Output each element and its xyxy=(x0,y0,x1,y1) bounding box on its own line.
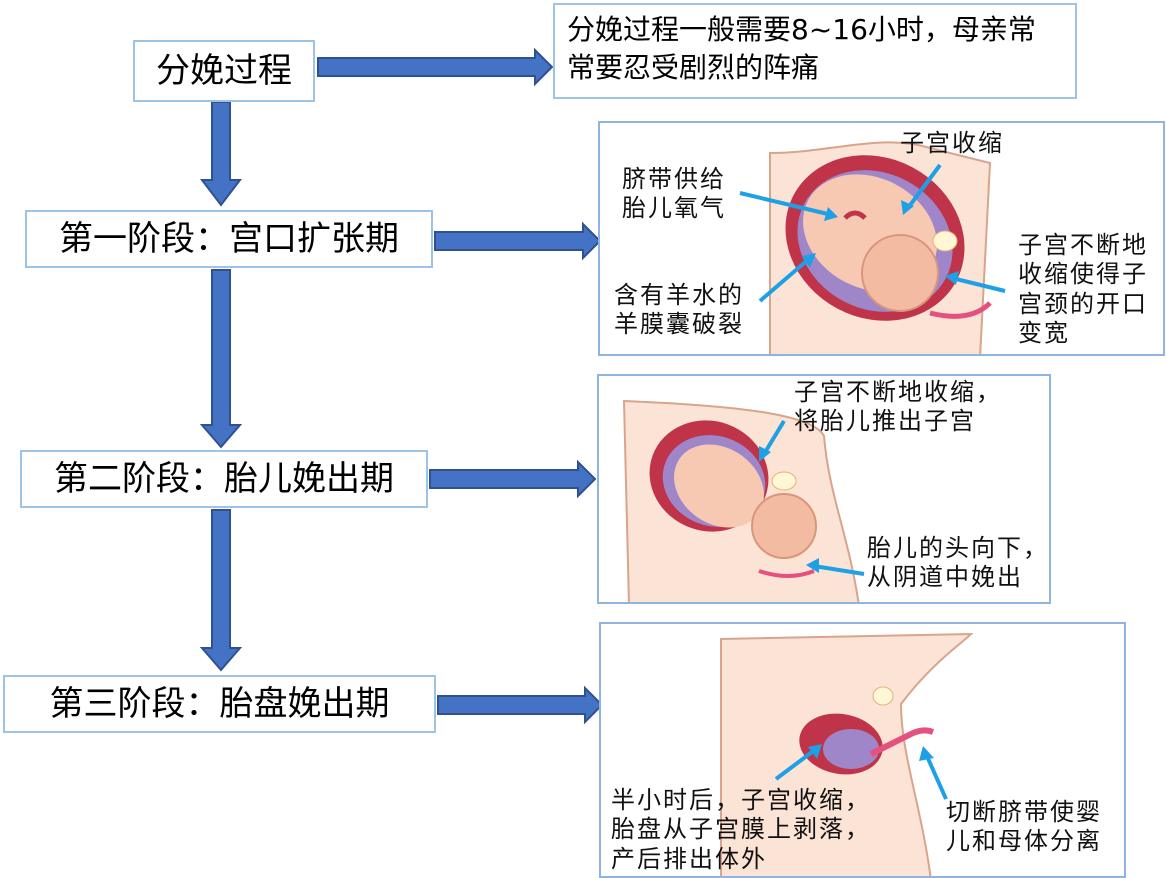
label-head-down: 胎儿的头向下， 从阴道中娩出 xyxy=(867,534,1049,592)
stage2-illustration xyxy=(622,399,865,602)
process-title: 分娩过程 xyxy=(156,50,292,91)
process-note-box: 分娩过程一般需要8~16小时，母亲常常要忍受剧烈的阵痛 xyxy=(553,3,1077,99)
label-push-out: 子宫不断地收缩， 将胎儿推出子宫 xyxy=(794,378,1002,436)
stage3-box: 第三阶段：胎盘娩出期 xyxy=(3,675,436,733)
callout-arrow-push xyxy=(762,419,786,456)
arrow-title-to-stage1 xyxy=(199,101,243,207)
umbilical-cord xyxy=(869,727,935,757)
callout-arrowhead-push xyxy=(759,446,771,462)
label-sac-rupture: 含有羊水的 羊膜囊破裂 xyxy=(614,281,744,339)
stage2-label: 第二阶段：胎儿娩出期 xyxy=(54,458,394,499)
umbilical-cord xyxy=(843,210,867,220)
arrow-title-to-note xyxy=(317,47,554,87)
callout-arrow-umbilical xyxy=(739,191,833,217)
process-note: 分娩过程一般需要8~16小时，母亲常常要忍受剧烈的阵痛 xyxy=(567,13,1036,84)
bladder-shape xyxy=(771,471,797,491)
stage3-illustration xyxy=(720,632,974,876)
label-placenta-out: 半小时后，子宫收缩， 胎盘从子宫膜上剥落， 产后排出体外 xyxy=(611,786,871,873)
stage1-label: 第一阶段：宫口扩张期 xyxy=(59,218,399,259)
callout-arrowhead-umbilical xyxy=(824,207,838,221)
callout-arrowhead-sac xyxy=(802,253,816,268)
callout-arrow-placenta xyxy=(774,747,818,781)
panel-stage1-illustration: 脐带供给 胎儿氧气 子宫收缩 含有羊水的 羊膜囊破裂 子宫不断地 收缩使得子 宫… xyxy=(598,121,1165,356)
panel-stage3-illustration: 半小时后，子宫收缩， 胎盘从子宫膜上剥落， 产后排出体外 切断脐带使婴 儿和母体… xyxy=(599,622,1126,878)
label-umbilical-oxygen: 脐带供给 胎儿氧气 xyxy=(622,165,726,223)
callout-arrow-head xyxy=(813,564,865,576)
callout-arrow-cervix xyxy=(951,276,1006,293)
bladder-shape xyxy=(932,230,958,252)
fetus-head xyxy=(861,234,939,312)
cervix-shape xyxy=(929,301,992,319)
callout-arrowhead-cervix xyxy=(945,271,959,285)
label-uterus-contract: 子宫收缩 xyxy=(900,129,1004,157)
arrow-stage2-to-panel2 xyxy=(429,459,597,499)
stage3-label: 第三阶段：胎盘娩出期 xyxy=(49,683,390,724)
stage1-illustration xyxy=(739,141,1006,354)
arrow-stage3-to-panel3 xyxy=(437,685,604,725)
fetus-body xyxy=(674,444,764,528)
stage1-box: 第一阶段：宫口扩张期 xyxy=(25,210,433,268)
callout-arrow-contract xyxy=(906,163,942,210)
callout-arrowhead-cord xyxy=(919,746,934,761)
callout-arrow-sac xyxy=(758,256,812,303)
callout-arrowhead-head xyxy=(806,558,819,573)
bladder-shape xyxy=(872,686,894,706)
fetus-head xyxy=(751,493,817,559)
birth-canal-shape xyxy=(758,569,815,578)
arrow-stage1-to-panel1 xyxy=(434,221,602,261)
placenta-shape xyxy=(823,729,879,769)
label-cut-cord: 切断脐带使婴 儿和母体分离 xyxy=(946,798,1102,856)
panel-stage2-illustration: 子宫不断地收缩， 将胎儿推出子宫 胎儿的头向下， 从阴道中娩出 xyxy=(597,374,1051,604)
arrow-stage1-to-stage2 xyxy=(199,269,243,449)
callout-arrow-cord xyxy=(924,753,948,800)
label-cervix-widen: 子宫不断地 收缩使得子 宫颈的开口 变宽 xyxy=(1018,231,1148,347)
callout-arrowhead-contract xyxy=(901,200,914,215)
stage2-box: 第二阶段：胎儿娩出期 xyxy=(20,450,428,508)
arrow-stage2-to-stage3 xyxy=(199,509,243,672)
callout-arrowhead-placenta xyxy=(808,744,822,759)
process-title-box: 分娩过程 xyxy=(133,40,315,102)
